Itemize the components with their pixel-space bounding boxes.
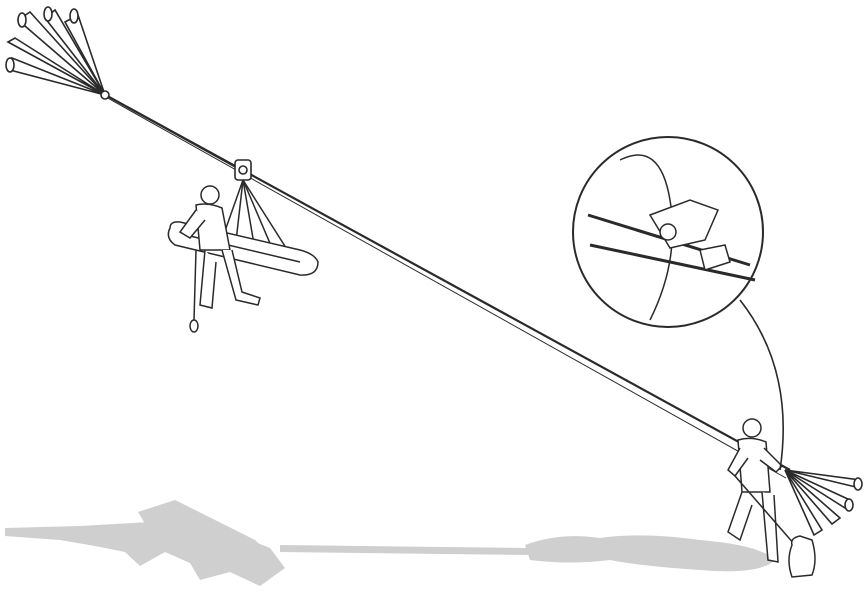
rescuer-helmet: [201, 186, 219, 204]
detail-inset-pulley-icon: [573, 137, 763, 327]
anchor-ring: [101, 91, 109, 99]
carabiner-1: [6, 58, 14, 72]
carabiner-r1: [854, 478, 862, 490]
rope-bag-icon: [789, 536, 815, 577]
rope-bag: [789, 536, 815, 577]
trolley-pulley-icon: [235, 160, 251, 180]
operator-helmet: [743, 419, 761, 437]
carabiner-r2: [845, 499, 853, 511]
pulley-wheel: [239, 166, 247, 174]
carabiner-4: [70, 9, 78, 23]
carabiner-2: [18, 13, 26, 27]
inset-device-pin: [660, 224, 676, 240]
carabiner-3: [44, 7, 52, 21]
tail-carabiner: [190, 320, 198, 332]
